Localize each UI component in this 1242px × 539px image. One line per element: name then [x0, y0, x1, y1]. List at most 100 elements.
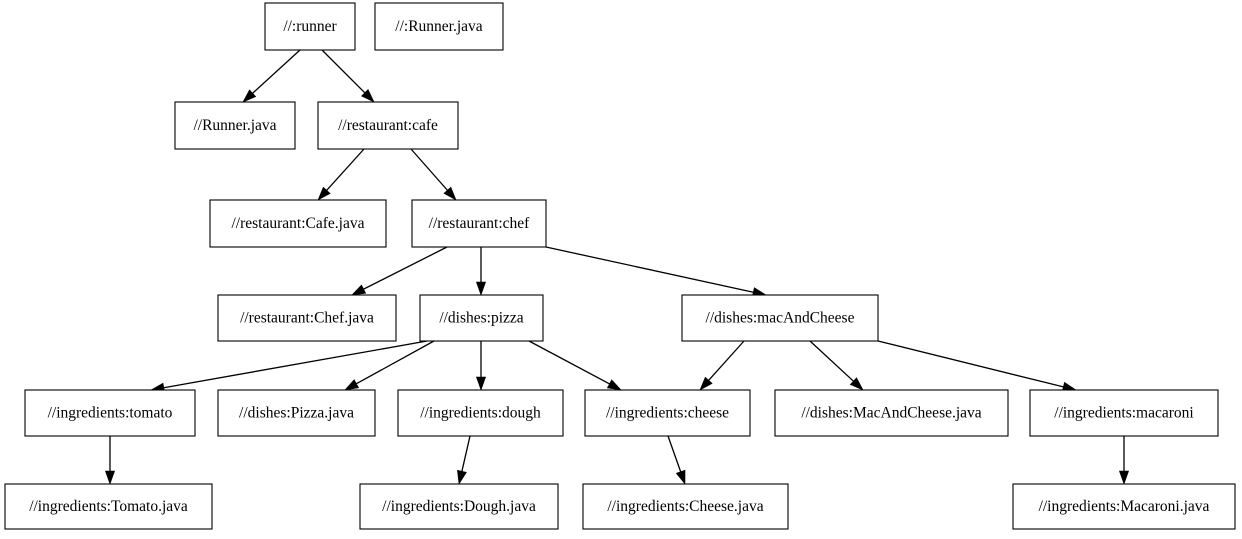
graph-edge — [321, 49, 375, 103]
node-label: //ingredients:Cheese.java — [607, 498, 763, 515]
graph-node-mac_java[interactable]: //dishes:MacAndCheese.java — [774, 389, 1009, 437]
node-box[interactable] — [774, 389, 1009, 437]
node-label: //dishes:Pizza.java — [239, 405, 354, 422]
edge-line — [667, 435, 682, 472]
graph-node-pizza_java[interactable]: //dishes:Pizza.java — [217, 389, 376, 437]
edge-arrowhead-icon — [317, 186, 331, 201]
graph-edge — [545, 246, 767, 298]
graph-node-ing_tomato[interactable]: //ingredients:tomato — [24, 389, 196, 437]
node-box[interactable] — [397, 389, 564, 437]
node-label: //ingredients:Macaroni.java — [1039, 498, 1210, 515]
graph-edge — [242, 49, 301, 103]
edge-arrowhead-icon — [1118, 470, 1130, 485]
node-box[interactable] — [582, 483, 789, 530]
edge-arrowhead-icon — [606, 379, 622, 391]
graph-edge — [344, 340, 435, 391]
graph-edge — [317, 148, 365, 201]
node-box[interactable] — [174, 101, 296, 150]
edge-line — [877, 340, 1064, 388]
edge-line — [545, 246, 754, 293]
node-box[interactable] — [374, 2, 504, 51]
graph-edge — [104, 436, 116, 485]
graph-node-runner[interactable]: //:runner — [264, 2, 356, 51]
node-box[interactable] — [209, 199, 387, 248]
graph-node-runner_java[interactable]: //Runner.java — [174, 101, 296, 150]
node-label: //Runner.java — [193, 117, 276, 134]
graph-node-dishes_pizza[interactable]: //dishes:pizza — [419, 294, 544, 342]
node-label: //ingredients:cheese — [606, 405, 729, 422]
graph-edge — [877, 340, 1077, 392]
node-box[interactable] — [217, 389, 376, 437]
graph-edge — [809, 340, 864, 391]
node-label: //restaurant:Chef.java — [240, 310, 374, 327]
graph-edge — [1118, 436, 1130, 485]
edge-arrowhead-icon — [675, 469, 686, 485]
graph-node-dishes_mac[interactable]: //dishes:macAndCheese — [681, 294, 879, 342]
graph-edge — [351, 246, 448, 296]
graph-edge — [150, 340, 428, 393]
edge-line — [528, 340, 610, 385]
node-box[interactable] — [411, 199, 547, 248]
node-label: //dishes:MacAndCheese.java — [801, 405, 981, 422]
graph-node-restaurant_cafe[interactable]: //restaurant:cafe — [317, 101, 459, 150]
node-label: //restaurant:cafe — [338, 117, 438, 134]
graph-edge — [667, 435, 686, 485]
edge-line — [163, 340, 428, 389]
edge-arrowhead-icon — [242, 89, 257, 103]
node-label: //restaurant:Cafe.java — [232, 215, 365, 232]
edge-arrowhead-icon — [361, 89, 375, 103]
graph-edge — [475, 247, 487, 296]
graph-edge — [699, 340, 745, 391]
graph-node-dough_java[interactable]: //ingredients:Dough.java — [359, 483, 559, 530]
graph-node-cheese_java[interactable]: //ingredients:Cheese.java — [582, 483, 789, 530]
edge-line — [326, 148, 365, 191]
graph-node-tomato_java[interactable]: //ingredients:Tomato.java — [4, 483, 213, 530]
node-box[interactable] — [419, 294, 544, 342]
graph-node-ing_dough[interactable]: //ingredients:dough — [397, 389, 564, 437]
graph-node-cafe_java[interactable]: //restaurant:Cafe.java — [209, 199, 387, 248]
edge-arrowhead-icon — [344, 379, 360, 391]
node-box[interactable] — [584, 389, 751, 437]
edges-layer — [104, 49, 1130, 485]
graph-node-runner_java_root[interactable]: //:Runner.java — [374, 2, 504, 51]
edge-arrowhead-icon — [351, 284, 367, 296]
node-label: //dishes:pizza — [439, 310, 523, 327]
edge-arrowhead-icon — [699, 376, 713, 391]
node-box[interactable] — [1029, 389, 1219, 437]
graph-node-macaroni_java[interactable]: //ingredients:Macaroni.java — [1012, 483, 1236, 530]
node-box[interactable] — [264, 2, 356, 51]
edge-arrowhead-icon — [475, 281, 487, 296]
edge-line — [363, 246, 448, 290]
node-label: //restaurant:chef — [429, 215, 531, 232]
graph-node-ing_macaroni[interactable]: //ingredients:macaroni — [1029, 389, 1219, 437]
node-box[interactable] — [317, 101, 459, 150]
graph-edge — [528, 340, 622, 391]
node-box[interactable] — [4, 483, 213, 530]
edge-line — [356, 340, 435, 385]
edge-line — [461, 435, 471, 472]
node-label: //:runner — [283, 18, 337, 35]
edge-line — [809, 340, 854, 382]
node-label: //:Runner.java — [395, 18, 483, 35]
graph-edge — [475, 341, 487, 391]
graph-edge — [410, 148, 457, 201]
node-label: //ingredients:Dough.java — [382, 498, 536, 515]
graph-node-restaurant_chef[interactable]: //restaurant:chef — [411, 199, 547, 248]
edge-line — [410, 148, 448, 191]
edge-line — [252, 49, 301, 94]
edge-line — [708, 340, 745, 381]
node-box[interactable] — [1012, 483, 1236, 530]
node-box[interactable] — [359, 483, 559, 530]
edge-arrowhead-icon — [443, 186, 457, 201]
nodes-layer: //:runner //:Runner.java //Runner.java //re… — [4, 2, 1236, 530]
edge-arrowhead-icon — [475, 376, 487, 391]
graph-node-chef_java[interactable]: //restaurant:Chef.java — [217, 294, 397, 342]
node-label: //ingredients:macaroni — [1054, 405, 1194, 422]
edge-arrowhead-icon — [849, 377, 864, 391]
node-label: //dishes:macAndCheese — [706, 310, 855, 327]
node-box[interactable] — [24, 389, 196, 437]
node-box[interactable] — [217, 294, 397, 342]
graph-node-ing_cheese[interactable]: //ingredients:cheese — [584, 389, 751, 437]
node-box[interactable] — [681, 294, 879, 342]
